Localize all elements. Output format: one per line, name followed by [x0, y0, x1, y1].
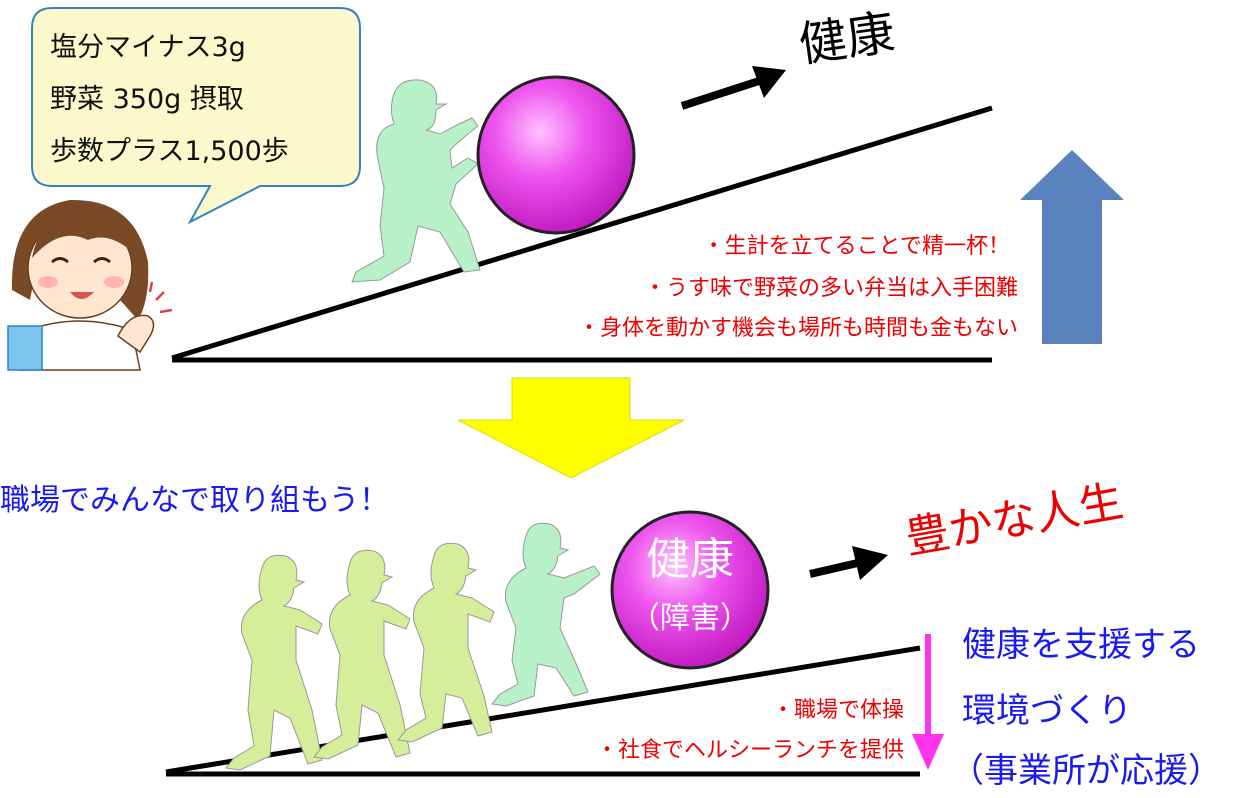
- support-note-1: ・職場で体操: [771, 698, 904, 723]
- ball-icon: [476, 75, 636, 235]
- bubble-line-vegetables: 野菜 350g 摂取: [50, 84, 244, 115]
- down-arrow-icon: [457, 377, 685, 479]
- support-note-2: ・社食でヘルシーランチを提供: [595, 738, 904, 763]
- up-arrow-icon: [1020, 150, 1124, 344]
- bubble-line-salt: 塩分マイナス3g: [50, 32, 246, 63]
- bottom-slope: [165, 645, 921, 777]
- pink-down-arrow-icon: [912, 634, 944, 770]
- barrier-note-3: ・身体を動かす機会も場所も時間も金もない: [577, 316, 1018, 341]
- team-figure-2: [313, 549, 411, 760]
- environment-line-3: （事業所が応援）: [950, 751, 1222, 791]
- team-figure-4: [491, 522, 601, 707]
- ball-sub-label: （障害）: [630, 601, 750, 636]
- ball-main-label: 健康: [646, 534, 734, 585]
- bubble-line-steps: 歩数プラス1,500歩: [50, 136, 289, 167]
- slogan-text: 職場でみんなで取り組もう！: [0, 483, 390, 518]
- nurse-illustration: [7, 199, 173, 371]
- person-pushing-icon: [351, 79, 481, 283]
- team-figure-3: [397, 542, 495, 743]
- team-figure-1: [225, 554, 323, 771]
- right-arrow-icon-bottom: [809, 546, 888, 580]
- barrier-note-2: ・うす味で野菜の多い弁当は入手困難: [643, 276, 1018, 301]
- right-arrow-icon: [680, 66, 786, 110]
- barrier-note-1: ・生計を立てることで精一杯！: [702, 234, 1010, 259]
- team-figures: [225, 522, 601, 771]
- environment-line-2: 環境づくり: [962, 691, 1132, 731]
- top-slope: [171, 105, 993, 363]
- ball-icon-bottom: [610, 510, 770, 670]
- speech-bubble: [31, 7, 361, 225]
- top-goal-label: 健康: [795, 4, 899, 74]
- environment-line-1: 健康を支援する: [962, 625, 1200, 665]
